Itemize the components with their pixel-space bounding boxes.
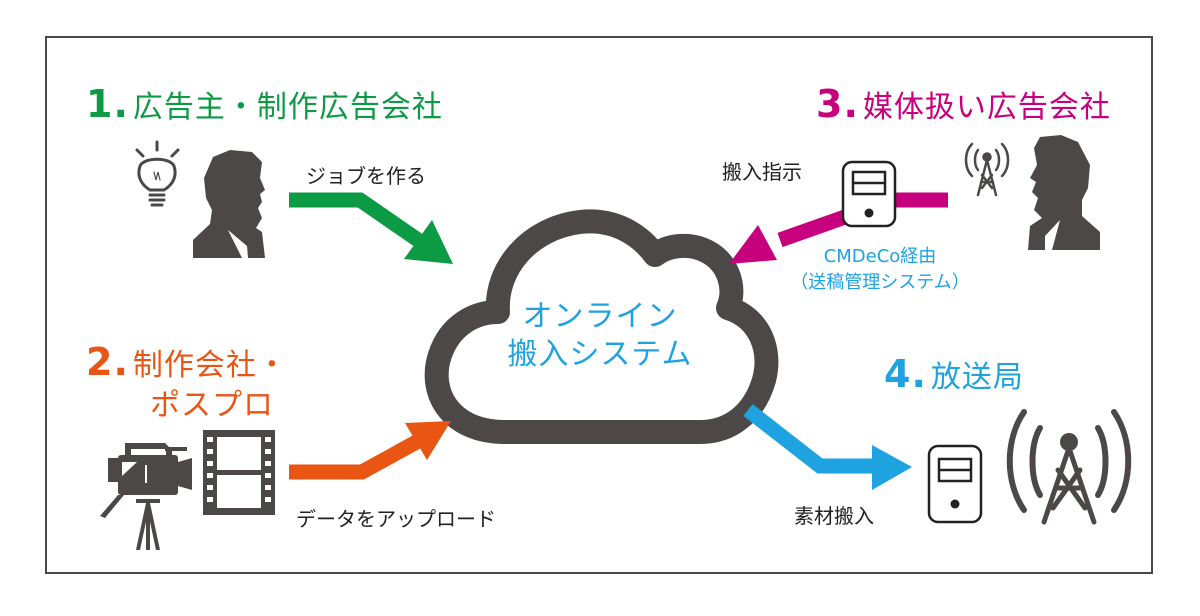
person-icon <box>1028 135 1100 250</box>
actor-4-name: 放送局 <box>930 360 1024 395</box>
actor-4-title: 4.放送局 <box>884 352 1024 396</box>
antenna-icon <box>964 142 1010 197</box>
actor-1-name: 広告主・制作広告会社 <box>132 90 443 125</box>
arrow-data-upload <box>289 421 451 480</box>
actor-3-via-label: CMDeCo経由 （送稿管理システム） <box>770 244 990 296</box>
actor-3-title: 3.媒体扱い広告会社 <box>816 82 1111 126</box>
video-camera-icon <box>100 443 192 550</box>
server-icon <box>841 160 897 228</box>
person-icon <box>193 150 265 258</box>
actor-2-name-line2: ポスプロ <box>150 388 274 423</box>
film-strip-icon <box>203 430 275 515</box>
actor-2-name-line1: 制作会社・ <box>132 348 288 383</box>
actor-2-title: 2.制作会社・ <box>86 340 288 384</box>
actor-1-title: 1.広告主・制作広告会社 <box>86 82 443 126</box>
actor-2-number: 2. <box>86 340 129 384</box>
diagram-frame <box>45 36 1153 574</box>
lightbulb-icon <box>135 140 180 207</box>
arrow-material-delivery <box>743 404 912 490</box>
actor-1-action-label: ジョブを作る <box>306 164 426 188</box>
cloud-system-label: オンライン 搬入システム <box>470 298 730 374</box>
broadcast-tower-icon <box>1006 409 1132 525</box>
via-line2: （送稿管理システム） <box>790 272 970 293</box>
actor-4-action-label: 素材搬入 <box>794 504 874 528</box>
actor-2-action-label: データをアップロード <box>296 507 496 531</box>
via-line1: CMDeCo経由 <box>823 246 937 267</box>
cloud-line2: 搬入システム <box>507 337 693 372</box>
cloud-line1: オンライン <box>522 299 678 334</box>
actor-3-number: 3. <box>816 82 859 126</box>
actor-3-action-label: 搬入指示 <box>722 160 802 184</box>
arrow-job-create <box>289 192 453 264</box>
server-icon <box>927 444 983 524</box>
cloud-icon <box>424 209 779 444</box>
actor-3-name: 媒体扱い広告会社 <box>862 90 1111 125</box>
actor-1-number: 1. <box>86 82 129 126</box>
actor-4-number: 4. <box>884 352 927 396</box>
